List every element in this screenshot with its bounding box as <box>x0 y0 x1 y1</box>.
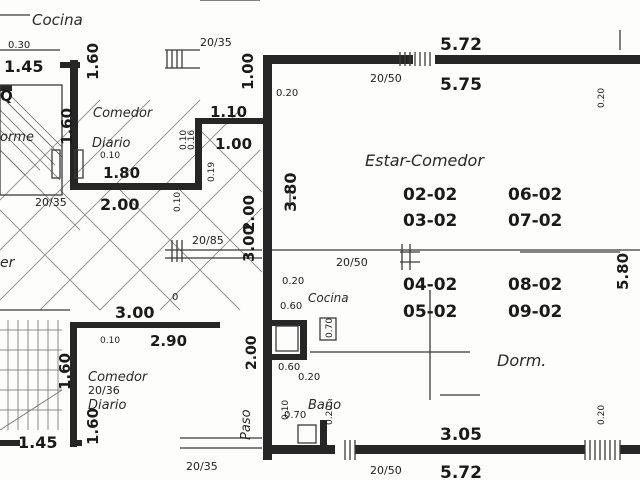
small-dim: 0.10 <box>100 336 120 346</box>
small-dim-vertical: 0.19 <box>207 162 217 182</box>
opening-label: 20/50 <box>370 464 402 477</box>
opening-label: 20/50 <box>336 256 368 269</box>
small-dim: 0.20 <box>298 372 320 383</box>
floor-tile-hatching <box>0 99 263 311</box>
unit-code: 09-02 <box>508 302 562 322</box>
small-dim: 0.20 <box>282 276 304 287</box>
dim-1-45-bottom: 1.45 <box>18 433 57 452</box>
small-dim: 0.30 <box>8 40 30 51</box>
dim-1-60-a: 1.60 <box>84 43 102 80</box>
opening-label: 20/35 <box>186 460 218 473</box>
dim-3-00-b: 3.00 <box>240 225 258 262</box>
unit-code: 04-02 <box>403 275 457 295</box>
room-comedor-top: Comedor <box>93 106 154 121</box>
small-dim-vertical: 0.20 <box>325 405 335 425</box>
room-cocina-mid: Cocina <box>308 291 349 305</box>
room-comedor-bottom: Comedor <box>88 370 149 385</box>
room-partial-left-mid: er <box>0 255 16 271</box>
unit-code: 02-02 <box>403 185 457 205</box>
room-partial-q: Q <box>0 87 13 105</box>
opening-label: 20/35 <box>35 196 67 209</box>
small-dim: 0 <box>172 292 178 303</box>
opening-label: 20/36 <box>88 384 120 397</box>
small-dim-vertical: 0.20 <box>597 405 607 425</box>
dim-3-80: 3.80 <box>281 173 300 212</box>
small-dim: 0.60 <box>278 362 300 373</box>
dim-1-80: 1.80 <box>103 164 140 182</box>
dim-bottom-width: 5.72 <box>440 463 482 480</box>
small-dim: 0.10 <box>100 151 120 161</box>
dim-1-00-b: 1.00 <box>215 135 252 153</box>
room-dorm: Dorm. <box>497 351 546 370</box>
unit-code: 08-02 <box>508 275 562 295</box>
dim-5-80: 5.80 <box>614 253 632 290</box>
dim-top-width-inner: 5.75 <box>440 75 482 95</box>
room-diario-top: Diario <box>92 136 131 151</box>
dim-2-00-b: 2.00 <box>240 195 258 232</box>
dim-2-00-c: 2.00 <box>244 335 260 370</box>
small-dim-vertical: 0.10 <box>173 192 183 212</box>
small-dim: 0.60 <box>280 301 302 312</box>
dim-top-width: 5.72 <box>440 35 482 55</box>
opening-label: 20/50 <box>370 72 402 85</box>
dim-2-90: 2.90 <box>150 332 187 350</box>
unit-code: 06-02 <box>508 185 562 205</box>
opening-label: 20/35 <box>200 36 232 49</box>
dim-1-60-c: 1.60 <box>56 353 74 390</box>
dim-3-00-a: 3.00 <box>115 303 154 322</box>
small-dim-vertical: 0.10 <box>179 130 189 150</box>
unit-code: 07-02 <box>508 211 562 231</box>
room-estar-comedor: Estar-Comedor <box>365 151 485 170</box>
small-dim: 0.70 <box>284 410 306 421</box>
small-dim: 0.20 <box>276 88 298 99</box>
room-partial-left-top: orme <box>0 130 34 145</box>
dim-1-60-d: 1.60 <box>84 408 102 445</box>
room-paso: Paso <box>239 409 254 440</box>
walls <box>0 55 640 460</box>
opening-label: 20/85 <box>192 234 224 247</box>
unit-code: 03-02 <box>403 211 457 231</box>
unit-code: 05-02 <box>403 302 457 322</box>
small-dim-vertical: 0.16 <box>187 130 197 150</box>
thin-lines <box>0 0 640 460</box>
dim-1-45-top: 1.45 <box>4 57 43 76</box>
dim-1-00-a: 1.00 <box>239 53 257 90</box>
small-dim-vertical: 0.20 <box>597 88 607 108</box>
dim-1-10: 1.10 <box>210 103 247 121</box>
dim-1-60-b: 1.60 <box>58 108 76 145</box>
small-dim-vertical: 0.10 <box>281 400 291 420</box>
dim-bottom-inner: 3.05 <box>440 425 482 445</box>
dim-2-00-a: 2.00 <box>100 195 139 214</box>
room-bano: Baño <box>308 398 341 413</box>
room-diario-bottom: Diario <box>88 398 127 413</box>
stair-hatching <box>0 94 63 431</box>
small-dim-vertical: 0.70 <box>325 318 335 338</box>
room-cocina-top: Cocina <box>32 11 83 29</box>
